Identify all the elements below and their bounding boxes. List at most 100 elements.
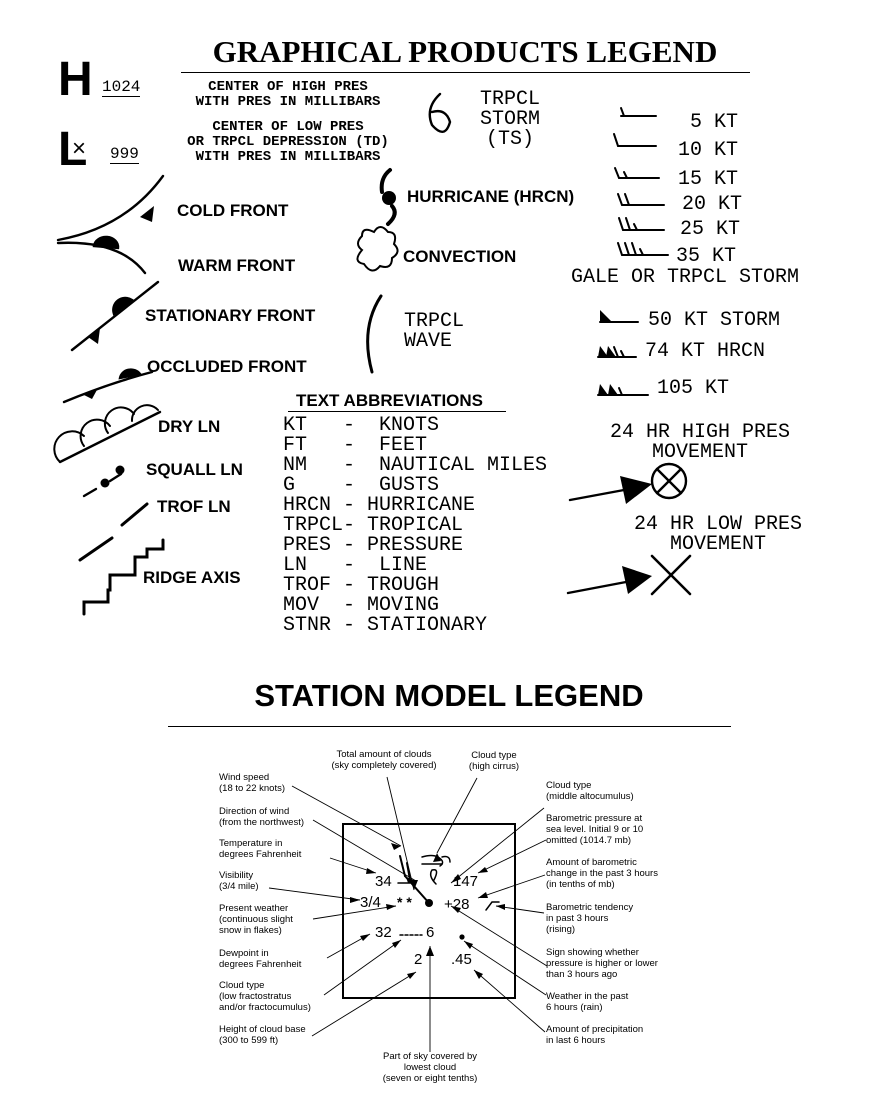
- station-legend-title: STATION MODEL LEGEND: [254, 678, 644, 713]
- dry-line-label: DRY LN: [158, 417, 221, 436]
- list-item: MOV - MOVING: [283, 594, 440, 617]
- cloud-base-label: Height of cloud base(300 to 599 ft): [219, 1024, 306, 1046]
- warm-front-bump: [92, 235, 120, 250]
- warm-front-line: [56, 241, 147, 275]
- cloud-middle-symbol: [429, 868, 438, 885]
- pressure-value: 147: [453, 873, 479, 890]
- cloud-middle-label: Cloud type(middle altocumulus): [546, 780, 634, 802]
- squall-line-dot2: [115, 465, 125, 475]
- wind-105kt-label: 105 KT: [657, 377, 730, 400]
- trof-dash1: [120, 502, 149, 527]
- storm-barbs: [597, 310, 649, 396]
- high-movement-icon: [650, 462, 688, 500]
- squall-line-dot1: [100, 478, 110, 488]
- list-item: KT - KNOTS: [283, 414, 440, 437]
- abbreviations-underline: [288, 411, 506, 412]
- list-item: LN - LINE: [283, 554, 428, 577]
- dewpoint-value: 32: [375, 924, 392, 941]
- list-item: STNR - STATIONARY: [283, 614, 488, 637]
- high-movement-arrow: [568, 488, 626, 502]
- present-weather-icon: * *: [397, 894, 412, 910]
- tropical-wave-icon: [366, 294, 383, 374]
- list-item: NM - NAUTICAL MILES: [283, 454, 548, 477]
- precipitation-value: .45: [451, 951, 472, 968]
- cold-front-triangle: [140, 206, 154, 222]
- cold-front-label: COLD FRONT: [177, 201, 289, 220]
- occluded-front-bump: [118, 368, 143, 380]
- list-item: TROF - TROUGH: [283, 574, 440, 597]
- occluded-front-line: [62, 370, 154, 404]
- ridge-axis-label: RIDGE AXIS: [143, 568, 241, 587]
- ridge-axis-steps: [82, 538, 165, 616]
- wind-35kt-label: 35 KT: [676, 245, 737, 268]
- trof-dash2: [78, 536, 114, 562]
- squall-line-label: SQUALL LN: [146, 460, 243, 479]
- stationary-front-bump: [112, 296, 135, 316]
- list-item: FT - FEET: [283, 434, 428, 457]
- station-model-box: [342, 823, 516, 999]
- wind-10kt-label: 10 KT: [678, 139, 739, 162]
- gale-label: GALE OR TRPCL STORM: [571, 266, 800, 289]
- title-underline: [181, 72, 750, 73]
- low-pressure-icon: L: [58, 123, 88, 176]
- convection-label: CONVECTION: [403, 247, 517, 266]
- low-pressure-value: 999: [110, 145, 139, 164]
- cloud-high-label: Cloud type(high cirrus): [468, 750, 520, 772]
- wind-50kt-label: 50 KT STORM: [648, 309, 781, 332]
- low-center-x-icon: ×: [72, 135, 87, 162]
- wind-74kt-label: 74 KT HRCN: [645, 340, 766, 363]
- low-cloud-cover-value: 6: [426, 924, 435, 941]
- cold-front-line: [56, 174, 165, 242]
- wind-direction-label: Direction of wind(from the northwest): [219, 806, 304, 828]
- list-item: G - GUSTS: [283, 474, 440, 497]
- arrowheads: [350, 843, 505, 979]
- visibility-value: 3/4: [360, 894, 381, 911]
- squall-line-dash2: [108, 472, 123, 483]
- temperature-value: 34: [375, 873, 392, 890]
- stationary-front-triangle: [88, 328, 100, 344]
- list-item: TRPCL- TROPICAL: [283, 514, 464, 537]
- high-pressure-icon: H: [58, 53, 93, 106]
- squall-line-dash1: [82, 487, 98, 498]
- occluded-front-triangle: [82, 388, 98, 399]
- wind-5kt-label: 5 KT: [690, 111, 739, 134]
- stationary-front-label: STATIONARY FRONT: [145, 306, 316, 325]
- visibility-label: Visibility(3/4 mile): [219, 870, 259, 892]
- station-title-underline: [168, 726, 731, 727]
- stationary-front-line: [70, 280, 160, 352]
- total-clouds-label: Total amount of clouds(sky completely co…: [331, 749, 437, 771]
- hurricane-eye: [382, 191, 396, 205]
- wind-25kt-label: 25 KT: [680, 218, 741, 241]
- abbreviations-title: TEXT ABBREVIATIONS: [296, 391, 484, 410]
- tropical-storm-icon: [428, 92, 452, 133]
- tendency-symbol: [485, 901, 500, 911]
- dry-line-scallops: [53, 404, 159, 463]
- hurricane-label: HURRICANE (HRCN): [407, 187, 575, 206]
- convection-icon: [356, 226, 399, 272]
- cloud-base-value: 2: [414, 951, 423, 968]
- occluded-front-label: OCCLUDED FRONT: [147, 357, 307, 376]
- graphical-legend-title: GRAPHICAL PRODUCTS LEGEND: [212, 34, 718, 69]
- wind-20kt-label: 20 KT: [682, 193, 743, 216]
- hurricane-icon: [379, 168, 392, 194]
- tendency-value: +28: [444, 896, 470, 913]
- wind-barbs: [613, 107, 669, 256]
- hurricane-tail: [386, 204, 397, 226]
